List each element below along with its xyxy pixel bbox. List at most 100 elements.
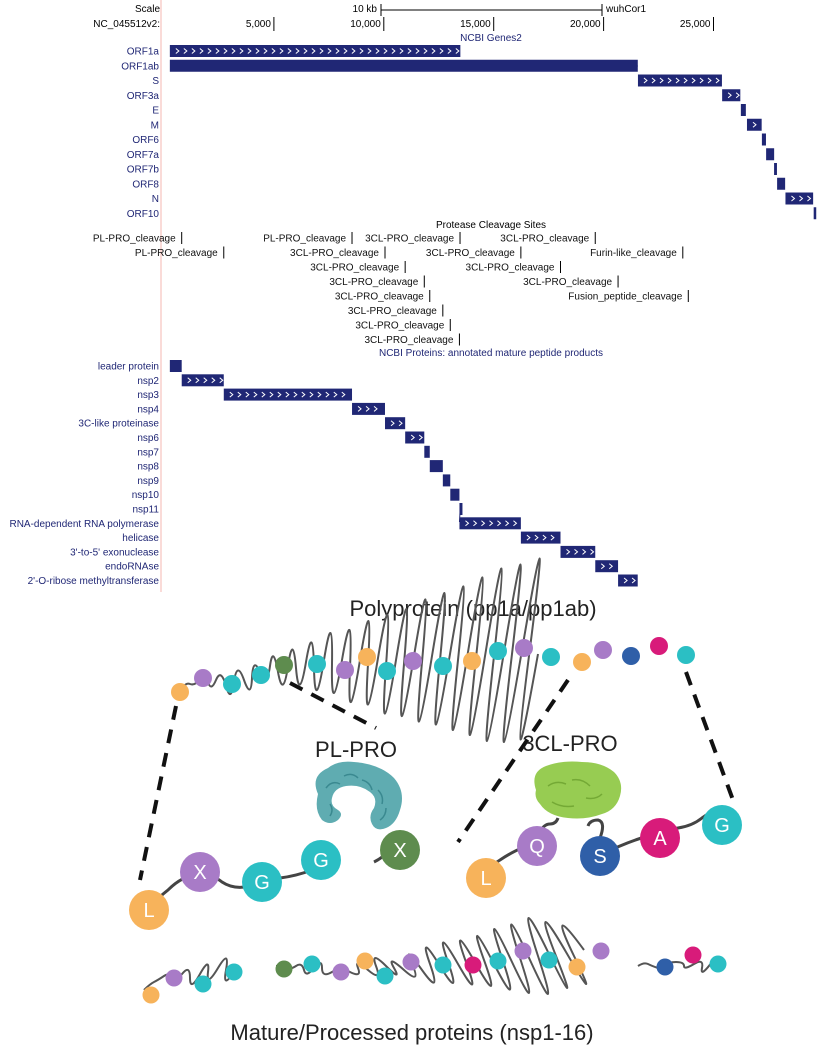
protein-label[interactable]: nsp6 (137, 433, 159, 444)
protein-label[interactable]: 3'-to-5' exonuclease (70, 547, 159, 558)
gene-label[interactable]: ORF1a (127, 47, 160, 58)
cleavage-label[interactable]: 3CL-PRO_cleavage (290, 248, 379, 259)
pl-pro-enzyme-shape (315, 761, 402, 830)
strand-arrow (600, 563, 606, 570)
protein-label[interactable]: 3C-like proteinase (78, 419, 159, 430)
strand-arrow (608, 563, 614, 570)
protein-label[interactable]: leader protein (98, 362, 159, 373)
residue-letter: L (480, 868, 491, 890)
strand-arrow (301, 391, 306, 398)
strand-arrow (175, 48, 180, 54)
protein-block[interactable] (618, 574, 638, 587)
amino-acid-residue (194, 975, 212, 993)
gene-block[interactable] (774, 163, 777, 175)
strand-arrow (219, 377, 224, 384)
gene-label[interactable]: ORF8 (132, 179, 159, 190)
strand-arrow (367, 48, 372, 54)
protein-row: nsp7 (137, 445, 430, 458)
protein-block[interactable] (459, 517, 521, 530)
protein-block[interactable] (429, 460, 443, 473)
cleavage-label[interactable]: 3CL-PRO_cleavage (364, 335, 453, 346)
gene-label[interactable]: ORF6 (132, 135, 159, 146)
cleavage-label[interactable]: PL-PRO_cleavage (93, 234, 176, 245)
cleavage-label[interactable]: 3CL-PRO_cleavage (466, 263, 555, 274)
protein-block[interactable] (450, 488, 460, 501)
protein-label[interactable]: helicase (122, 533, 159, 544)
cleavage-label[interactable]: 3CL-PRO_cleavage (500, 234, 589, 245)
gene-label[interactable]: S (152, 76, 159, 87)
strand-arrow (391, 48, 396, 54)
cleavage-label[interactable]: PL-PRO_cleavage (263, 234, 346, 245)
gene-block[interactable] (766, 148, 775, 161)
tick-label: 25,000 (680, 19, 711, 30)
cleavage-site: 3CL-PRO_cleavage (290, 246, 386, 259)
mature-backbone-3 (637, 960, 713, 973)
protein-label[interactable]: nsp11 (132, 505, 159, 516)
gene-label[interactable]: ORF1ab (121, 61, 159, 72)
cleavage-label[interactable]: 3CL-PRO_cleavage (310, 263, 399, 274)
cleavage-label[interactable]: 3CL-PRO_cleavage (365, 234, 454, 245)
cleavage-label[interactable]: 3CL-PRO_cleavage (355, 321, 444, 332)
protein-label[interactable]: endoRNAse (105, 562, 159, 573)
protein-row: nsp2 (137, 374, 224, 387)
strand-arrow (481, 520, 486, 527)
protein-block[interactable] (424, 445, 430, 458)
protein-block[interactable] (223, 388, 353, 401)
protein-label[interactable]: 2'-O-ribose methyltransferase (28, 576, 160, 587)
strand-arrow (237, 391, 242, 398)
cleavage-label[interactable]: 3CL-PRO_cleavage (335, 292, 424, 303)
cleavage-label[interactable]: 3CL-PRO_cleavage (329, 277, 418, 288)
cleavage-label[interactable]: Furin-like_cleavage (590, 248, 677, 259)
gene-block[interactable] (169, 59, 638, 72)
gene-row: S (152, 74, 722, 87)
gene-label[interactable]: ORF7b (127, 165, 160, 176)
cleavage-label[interactable]: 3CL-PRO_cleavage (523, 277, 612, 288)
amino-acid-residue (434, 956, 452, 974)
cleavage-label[interactable]: 3CL-PRO_cleavage (426, 248, 515, 259)
residue-circle (242, 862, 282, 902)
gene-label[interactable]: ORF3a (127, 91, 160, 102)
gene-block[interactable] (740, 104, 746, 116)
protein-block[interactable] (459, 503, 463, 515)
gene-block[interactable] (761, 133, 766, 146)
protein-label[interactable]: nsp7 (137, 447, 159, 458)
protein-block[interactable] (595, 560, 619, 573)
gene-block[interactable] (813, 207, 817, 220)
protein-label[interactable]: RNA-dependent RNA polymerase (9, 519, 159, 530)
protein-label[interactable]: nsp9 (137, 476, 159, 487)
gene-block[interactable] (785, 192, 814, 205)
protein-label[interactable]: nsp2 (137, 376, 159, 387)
gene-block[interactable] (637, 74, 722, 87)
protein-block[interactable] (181, 374, 224, 387)
mature-backbone-2 (275, 917, 588, 995)
protein-label[interactable]: nsp4 (137, 404, 159, 415)
protein-block[interactable] (520, 531, 561, 544)
residue: G (242, 862, 282, 902)
strand-arrow (407, 48, 412, 54)
gene-label[interactable]: E (152, 106, 159, 117)
protein-label[interactable]: nsp3 (137, 390, 159, 401)
strand-arrow (309, 391, 314, 398)
gene-block[interactable] (746, 118, 762, 131)
strand-arrow (399, 48, 404, 54)
cleavage-site: PL-PRO_cleavage (263, 232, 353, 245)
cleavage-label[interactable]: Fusion_peptide_cleavage (568, 292, 682, 303)
gene-label[interactable]: ORF10 (127, 209, 160, 220)
gene-label[interactable]: M (151, 120, 159, 131)
gene-label[interactable]: ORF7a (127, 150, 160, 161)
cleavage-label[interactable]: PL-PRO_cleavage (135, 248, 218, 259)
gene-block[interactable] (777, 177, 786, 190)
strand-arrow (631, 577, 636, 584)
protein-label[interactable]: nsp10 (132, 490, 160, 501)
cleavage-label[interactable]: 3CL-PRO_cleavage (348, 306, 437, 317)
protein-row: endoRNAse (105, 560, 619, 573)
gene-label[interactable]: N (152, 194, 159, 205)
protein-label[interactable]: nsp8 (137, 462, 159, 473)
strand-arrow (699, 77, 704, 84)
strand-arrow (335, 48, 340, 54)
protein-block[interactable] (169, 360, 182, 372)
protein-block[interactable] (442, 474, 451, 487)
protein-block[interactable] (385, 417, 406, 430)
protein-row: leader protein (98, 360, 182, 373)
